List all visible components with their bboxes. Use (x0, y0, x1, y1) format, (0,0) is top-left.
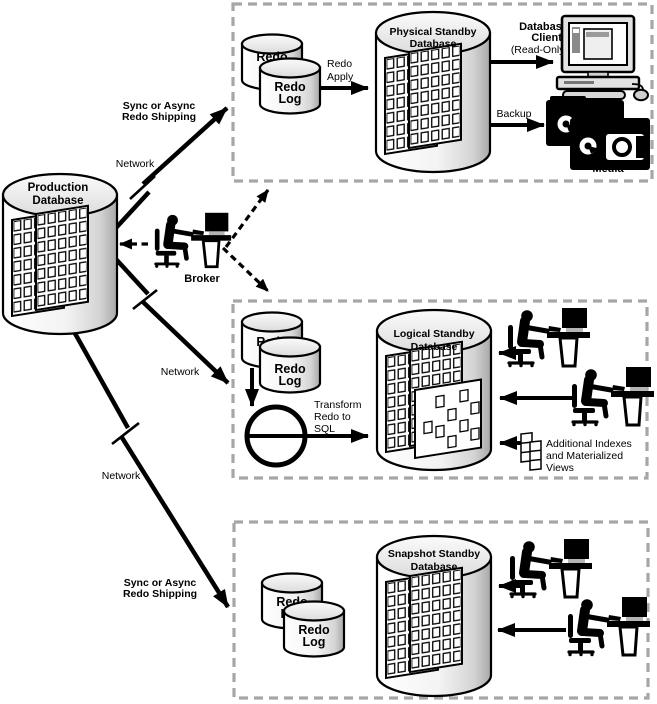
production-db-label: Production (28, 182, 89, 194)
backup-label: Backup (496, 108, 531, 120)
svg-text:SQL: SQL (314, 423, 335, 435)
svg-text:Database: Database (411, 561, 458, 573)
database-clients-computer-icon (555, 14, 650, 102)
physical-standby-label: Physical Standby (390, 26, 477, 38)
user-at-computer-icon (568, 597, 650, 656)
physical-standby-box (231, 2, 654, 183)
materialized-views-sheet (413, 378, 483, 460)
snapshot-redo-front-label: Redo (298, 623, 330, 637)
network-mid-label: Network (161, 366, 200, 378)
additional-indexes-label: Additional Indexes (546, 438, 632, 450)
svg-text:Log: Log (303, 635, 326, 649)
svg-text:Clients: Clients (531, 32, 568, 44)
database-clients-label: Database (519, 21, 568, 33)
user-at-computer-icon (510, 539, 592, 598)
logical-standby-label: Logical Standby (393, 328, 474, 340)
svg-text:Redo to: Redo to (314, 411, 351, 423)
ship-top-label: Sync or Async (123, 100, 196, 112)
network-arrow-to-logical (112, 255, 230, 385)
svg-text:Log: Log (279, 92, 302, 106)
svg-text:Database: Database (32, 195, 83, 207)
svg-text:and Materialized: and Materialized (546, 450, 623, 462)
broker-user-at-computer-icon (155, 213, 231, 268)
ship-bottom-label: Sync or Async (124, 577, 197, 589)
logical-redo-front-label: Redo (274, 362, 306, 376)
svg-text:Database: Database (411, 341, 458, 353)
snapshot-standby-box (232, 520, 650, 700)
svg-text:Log: Log (279, 374, 302, 388)
snapshot-standby-label: Snapshot Standby (388, 548, 480, 560)
user-at-computer-icon (572, 367, 654, 426)
user-at-computer-icon (508, 308, 590, 367)
network-arrow-to-physical (112, 106, 229, 232)
broker-label: Broker (184, 273, 220, 285)
svg-text:Views: Views (546, 462, 574, 474)
media-tapes-icon (544, 94, 652, 172)
media-label: Media (592, 163, 624, 175)
network-bottom-label: Network (102, 470, 141, 482)
indexes-icon (520, 432, 542, 471)
redo-apply-label: Redo (327, 58, 352, 70)
svg-text:Redo Shipping: Redo Shipping (123, 588, 197, 600)
svg-text:(Read-Only): (Read-Only) (511, 44, 568, 56)
svg-text:Redo Shipping: Redo Shipping (122, 111, 196, 123)
network-arrow-to-snapshot (70, 326, 230, 609)
network-top-label: Network (116, 158, 155, 170)
svg-text:Apply: Apply (327, 71, 354, 83)
broker-arrow-to-logical (221, 246, 270, 293)
svg-text:Database: Database (410, 38, 457, 50)
broker-arrow-to-physical (224, 189, 270, 248)
physical-redo-front-label: Redo (274, 80, 306, 94)
broker-dashed-arrows (119, 189, 270, 293)
transform-label: Transform (314, 399, 362, 411)
